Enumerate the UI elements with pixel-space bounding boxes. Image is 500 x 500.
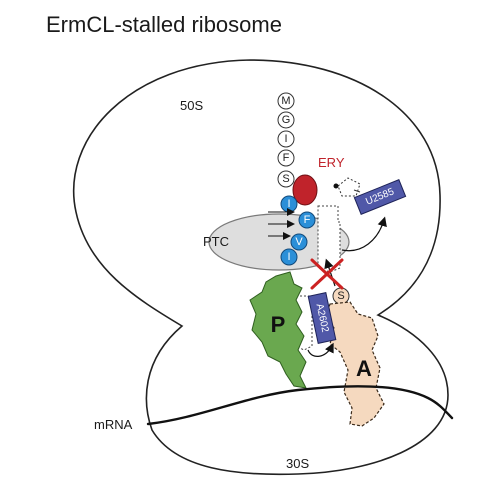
label-a-site: A bbox=[356, 356, 372, 381]
residue-i: I bbox=[284, 133, 287, 145]
block-cross bbox=[310, 258, 344, 290]
a2602-nucleotide: A2602 bbox=[307, 292, 337, 344]
label-mrna: mRNA bbox=[94, 417, 133, 432]
diagram-title: ErmCL-stalled ribosome bbox=[46, 12, 282, 37]
residue-arrows bbox=[268, 208, 295, 240]
arrow-to-u2585 bbox=[341, 216, 387, 252]
residue-blue-i1: I bbox=[287, 198, 290, 210]
peptide-outline-residues: M G I F S bbox=[277, 92, 295, 188]
label-p-site: P bbox=[271, 312, 286, 337]
label-ptc: PTC bbox=[203, 234, 229, 249]
erythromycin-shape bbox=[292, 174, 318, 206]
a-site-trna-outline bbox=[317, 205, 341, 273]
u2585-ring-dot bbox=[333, 183, 339, 189]
residue-blue-i2: I bbox=[287, 251, 290, 263]
residue-blue-v: V bbox=[295, 236, 303, 248]
residue-s: S bbox=[282, 173, 289, 185]
ptc-region bbox=[208, 213, 350, 271]
u2585-sugar-ring bbox=[337, 177, 361, 197]
residue-blue-f: F bbox=[304, 214, 311, 226]
arrow-to-a2602 bbox=[307, 342, 334, 357]
u2585-nucleotide: U2585 bbox=[353, 179, 407, 215]
label-50s: 50S bbox=[180, 98, 203, 113]
mrna-strand bbox=[146, 385, 454, 426]
label-a-site-serine: S bbox=[337, 290, 344, 302]
label-ery: ERY bbox=[318, 155, 345, 170]
label-30s: 30S bbox=[286, 456, 309, 471]
u2585-link bbox=[353, 189, 361, 193]
residue-m: M bbox=[281, 95, 290, 107]
residue-g: G bbox=[282, 114, 291, 126]
residue-f: F bbox=[283, 152, 290, 164]
